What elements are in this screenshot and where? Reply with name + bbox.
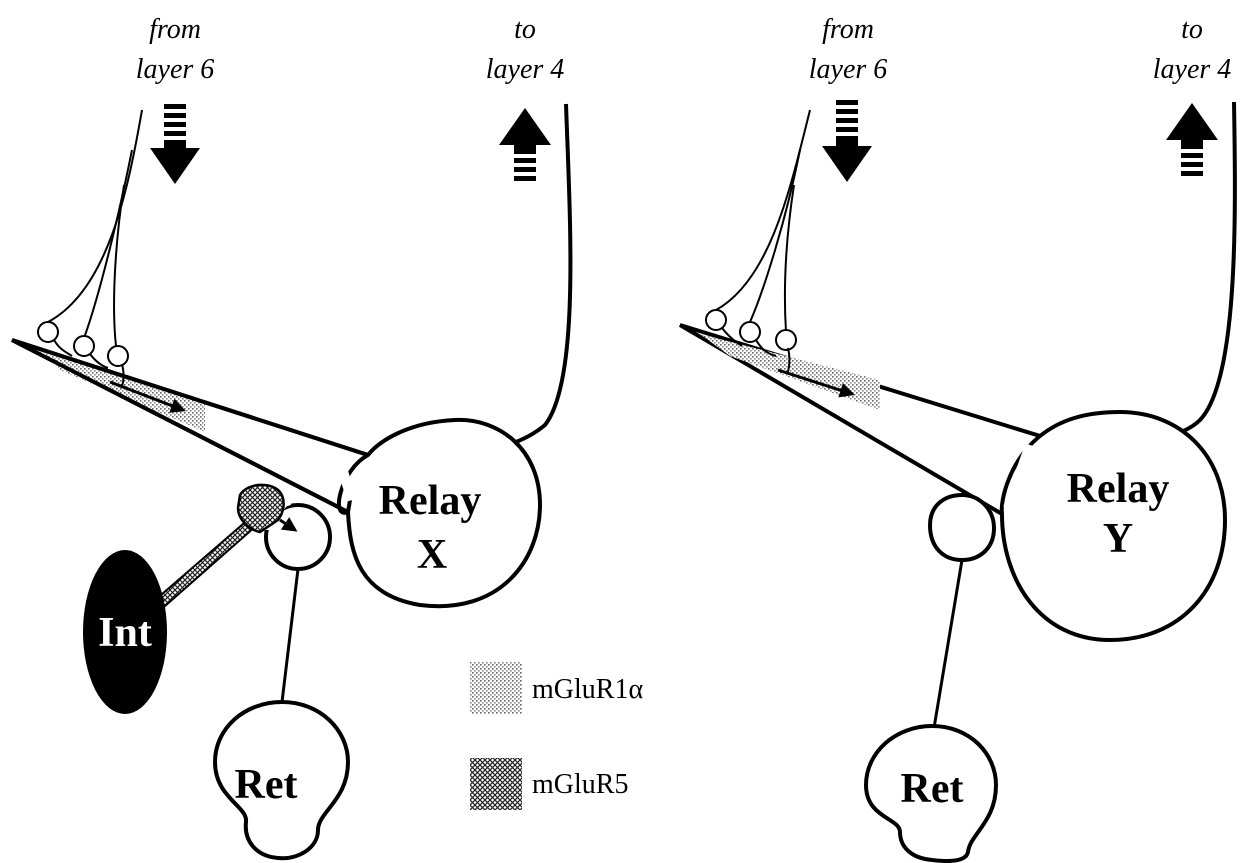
- legend-swatch-mglur1a: [470, 662, 522, 714]
- interneuron-soma: [83, 550, 167, 714]
- relay-label-line2-right: Y: [1103, 516, 1133, 562]
- from-label-line1-right: from: [822, 14, 874, 45]
- from-label-line2-right: layer 6: [809, 54, 888, 85]
- mglur5-terminal: [236, 483, 285, 534]
- retinal-axon: [280, 568, 300, 703]
- relay-label-line1-right: Relay: [1067, 466, 1170, 512]
- from-label-line1: from: [149, 14, 201, 45]
- retinal-cell-right: [863, 723, 999, 863]
- int-label: Int: [98, 610, 152, 656]
- legend: mGluR1α mGluR5: [470, 662, 643, 810]
- to-label-line1: to: [514, 14, 536, 45]
- to-label-line2: layer 4: [486, 54, 565, 85]
- relay-axon-right: [1119, 101, 1237, 442]
- relay-cell-soma-right: [999, 409, 1228, 643]
- panel-right: from layer 6 to layer 4: [678, 14, 1237, 863]
- legend-label-mglur5: mGluR5: [532, 769, 628, 800]
- corticothalamic-boutons: [37, 321, 129, 367]
- to-label-line2-right: layer 4: [1153, 54, 1232, 85]
- retinal-axon-right: [932, 559, 964, 729]
- retinal-cell: [212, 699, 351, 861]
- legend-label-mglur1a: mGluR1α: [532, 674, 643, 705]
- up-arrow-icon-right: [1166, 103, 1218, 176]
- relay-label-line2: X: [417, 532, 447, 578]
- to-label-line1-right: to: [1181, 14, 1203, 45]
- down-arrow-icon-right: [822, 100, 872, 182]
- down-arrow-icon: [150, 104, 200, 184]
- from-label-line2: layer 6: [136, 54, 215, 85]
- mglur1a-region: [40, 352, 205, 432]
- relay-axon: [454, 103, 573, 457]
- retinal-terminal-right: [927, 492, 997, 563]
- ret-label-right: Ret: [901, 766, 964, 812]
- panel-left: from layer 6 to layer 4: [11, 14, 573, 861]
- relay-label-line1: Relay: [379, 478, 482, 524]
- ret-label: Ret: [235, 762, 298, 808]
- mglur1a-region-right: [700, 334, 880, 410]
- layer6-axons-right: [715, 109, 811, 333]
- legend-swatch-mglur5: [470, 758, 522, 810]
- corticothalamic-boutons-right: [705, 309, 797, 351]
- layer6-axons: [47, 109, 143, 347]
- up-arrow-icon: [499, 108, 551, 181]
